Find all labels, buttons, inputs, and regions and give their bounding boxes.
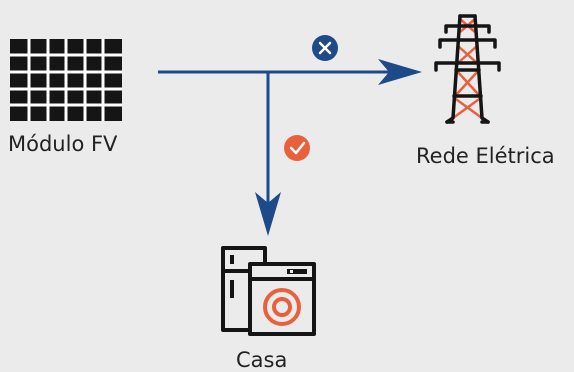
allowed-badge (284, 135, 310, 161)
flow-lines (158, 59, 422, 236)
check-icon (289, 141, 306, 155)
arrowhead-to-house (255, 192, 281, 236)
home-appliances-icon (221, 246, 316, 336)
pv-module-label: Módulo FV (8, 132, 118, 156)
grid-label: Rede Elétrica (416, 144, 555, 168)
house-label: Casa (236, 348, 288, 372)
washing-machine-icon (248, 262, 316, 336)
arrowhead-to-grid (378, 59, 422, 85)
blocked-badge (312, 35, 338, 61)
transmission-tower-icon (434, 14, 501, 124)
solar-panel-icon (10, 39, 122, 121)
x-icon (318, 41, 332, 55)
